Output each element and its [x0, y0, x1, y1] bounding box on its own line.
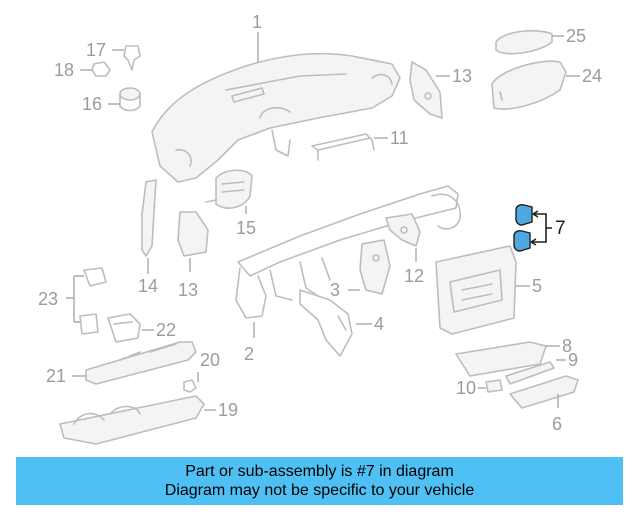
callout-12: 12: [404, 266, 424, 286]
callout-11: 11: [390, 128, 409, 148]
part-4-support: [299, 289, 353, 357]
callout-19: 19: [218, 400, 238, 420]
callout-24: 24: [582, 66, 602, 86]
part-18-grommet: [91, 61, 111, 77]
banner-line-2: Diagram may not be specific to your vehi…: [164, 482, 475, 499]
callout-14: 14: [138, 276, 158, 296]
parts-diagram: 1 17 18 16 25 24 13 11 15: [38, 12, 602, 445]
part-8-module: [455, 341, 547, 377]
callout-20: 20: [200, 350, 220, 370]
callout-7: 7: [555, 218, 566, 239]
part-7-highlighted[interactable]: [513, 204, 552, 252]
callout-18: 18: [54, 60, 74, 80]
part-10-block: [485, 379, 503, 393]
part-7-upper-piece[interactable]: [515, 204, 533, 226]
info-banner: Part or sub-assembly is #7 in diagram Di…: [16, 457, 623, 505]
part-6-tray: [509, 375, 579, 409]
part-1-instrument-panel: [151, 52, 401, 183]
part-13-end-cap-lower: [177, 211, 209, 257]
callout-6: 6: [552, 414, 562, 434]
part-15-vent: [205, 169, 253, 209]
callout-25: 25: [566, 26, 586, 46]
callout-13b: 13: [178, 280, 198, 300]
callout-15: 15: [236, 218, 256, 238]
banner-line-1: Part or sub-assembly is #7 in diagram: [185, 463, 454, 480]
part-25-cover: [495, 29, 553, 55]
part-7-lower-piece[interactable]: [513, 230, 531, 252]
part-9-strip: [505, 361, 555, 385]
callout-13a: 13: [452, 66, 472, 86]
part-17-clip: [123, 45, 141, 71]
part-5-radio-bezel: [435, 245, 517, 335]
part-19-knee-bolster: [59, 395, 205, 445]
part-21-lower-panel: [85, 341, 197, 385]
part-16-knob: [119, 87, 141, 112]
part-23-clips: [79, 267, 107, 335]
callout-4: 4: [374, 314, 384, 334]
part-20-clip: [183, 379, 197, 393]
callout-17: 17: [86, 40, 106, 60]
callout-3: 3: [330, 280, 340, 300]
callout-16: 16: [82, 94, 102, 114]
callout-21: 21: [46, 366, 66, 386]
callout-23: 23: [38, 289, 58, 309]
part-13-side-panel-upper: [409, 61, 443, 119]
callout-5: 5: [532, 276, 542, 296]
callout-8: 8: [562, 336, 572, 356]
callout-1: 1: [252, 12, 262, 32]
part-12-bracket: [385, 213, 421, 247]
callout-10: 10: [456, 378, 476, 398]
cross-car-beam: [235, 185, 461, 319]
callout-2: 2: [244, 344, 254, 364]
callout-22: 22: [156, 320, 176, 340]
part-3-bracket: [359, 239, 391, 295]
part-14-pillar-trim: [141, 179, 157, 257]
callout-9: 9: [568, 350, 578, 370]
part-22-bracket: [107, 313, 141, 343]
part-24-glove-box: [491, 60, 567, 110]
part-11-bracket: [311, 133, 375, 161]
